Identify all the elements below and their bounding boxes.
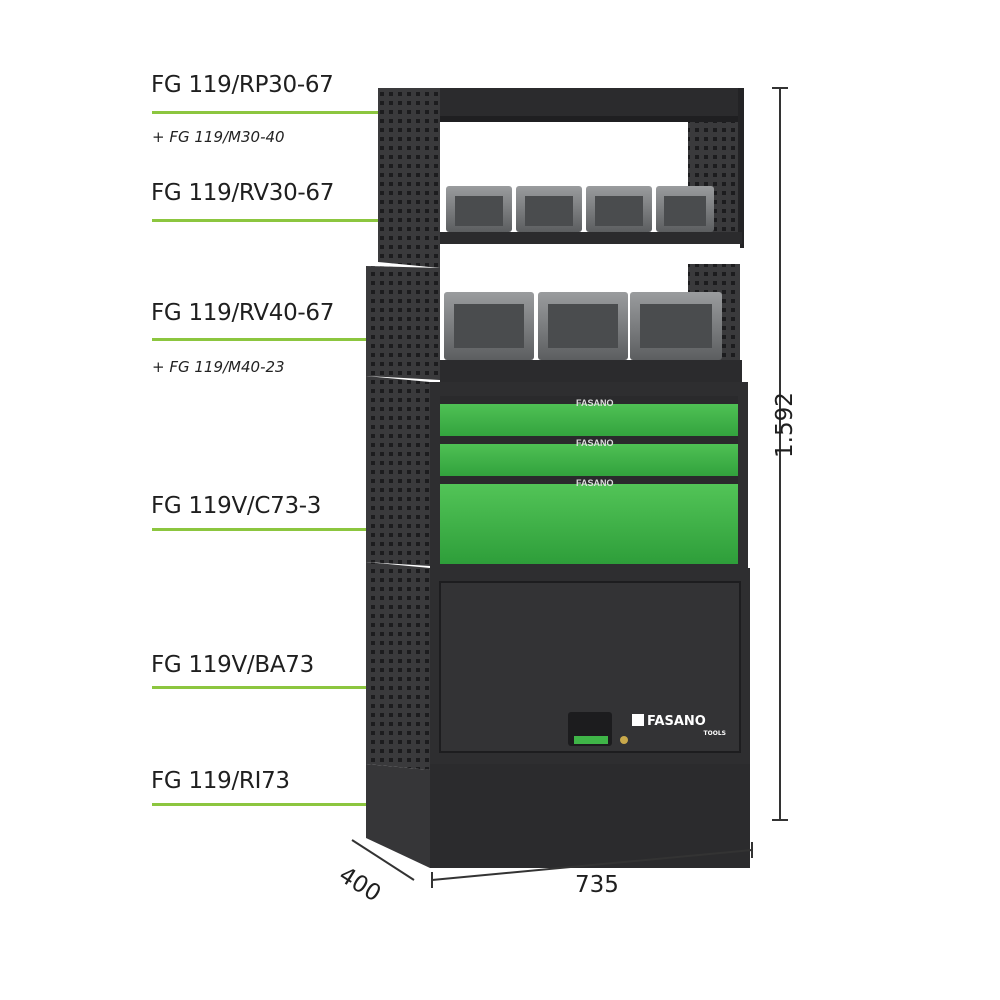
plinth (430, 764, 750, 868)
leader-line (152, 219, 390, 222)
leader-line (152, 803, 390, 806)
label-c73-3: FG 119V/C73-3 (151, 493, 322, 519)
drawer-cabinet-side (366, 376, 430, 566)
middle-side-panel (366, 266, 440, 380)
shelf-rv30-67 (440, 232, 742, 244)
label-rp30-67: FG 119/RP30-67 (151, 72, 334, 98)
height-dimension: 1.592 (772, 392, 798, 458)
top-shelf (440, 88, 742, 120)
leader-line (152, 686, 390, 689)
label-ba73: FG 119V/BA73 (151, 652, 314, 678)
width-dimension-line (431, 849, 753, 881)
width-dimension: 735 (575, 872, 619, 898)
drawer-3-logo: FASANO (576, 478, 614, 488)
leader-line (152, 111, 390, 114)
label-rv30-67: FG 119/RV30-67 (151, 180, 335, 206)
sublabel-m40-23: + FG 119/M40-23 (152, 358, 285, 376)
lower-cabinet-side (366, 562, 430, 770)
leader-line (152, 338, 390, 341)
leader-line (152, 528, 390, 531)
label-rv40-67: FG 119/RV40-67 (151, 300, 335, 326)
label-ri73: FG 119/RI73 (151, 768, 290, 794)
large-bins (444, 292, 722, 360)
shelf-rv40-67 (440, 360, 742, 382)
depth-dimension-line (351, 839, 415, 881)
door-lock (620, 736, 628, 744)
plinth-side (366, 764, 430, 868)
upper-side-panel (378, 88, 440, 268)
brand-logo-icon (632, 714, 644, 726)
sublabel-m30-40: + FG 119/M30-40 (152, 128, 285, 146)
small-bins (446, 186, 714, 232)
door-logo: FASANO TOOLS (632, 714, 728, 738)
drawer-3 (440, 476, 738, 564)
drawer-1-logo: FASANO (576, 398, 614, 408)
drawer-2-logo: FASANO (576, 438, 614, 448)
